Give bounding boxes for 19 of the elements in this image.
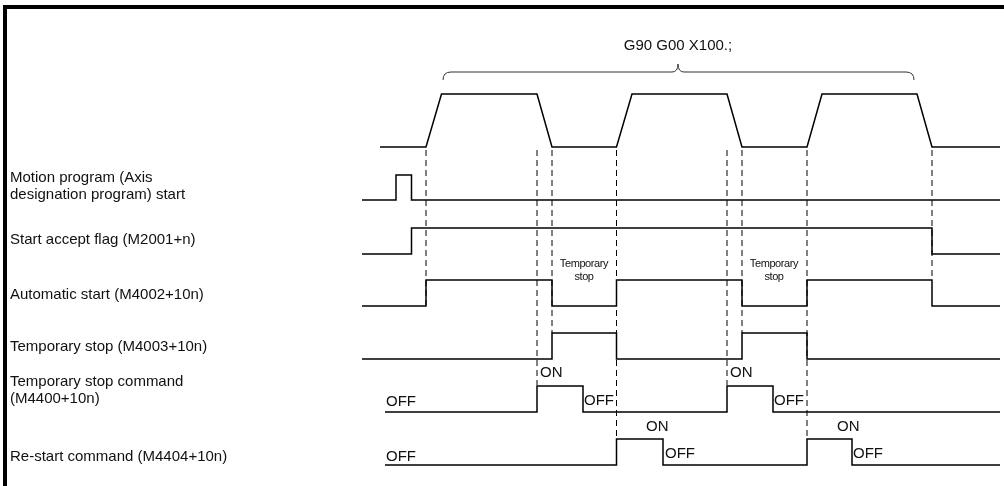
state-label: OFF bbox=[665, 444, 695, 461]
state-label: ON bbox=[540, 363, 563, 380]
signal-name: Motion program (Axis designation program) start bbox=[10, 168, 187, 202]
signal-name: Re-start command (M4404+10n) bbox=[10, 447, 228, 464]
state-label: OFF bbox=[584, 391, 614, 408]
signal-name: Automatic start (M4002+10n) bbox=[10, 285, 204, 302]
state-label: OFF bbox=[386, 392, 416, 409]
state-label: OFF bbox=[774, 391, 804, 408]
signal-name: Temporary stop (M4003+10n) bbox=[10, 337, 208, 354]
state-note: Temporary stop bbox=[748, 257, 800, 283]
state-label: ON bbox=[730, 363, 753, 380]
state-label: ON bbox=[837, 417, 860, 434]
signal-name: Temporary stop command (M4400+10n) bbox=[10, 372, 185, 406]
state-label: ON bbox=[646, 417, 669, 434]
state-note: Temporary stop bbox=[558, 257, 610, 283]
command-label: G90 G00 X100.; bbox=[622, 36, 734, 53]
state-label: OFF bbox=[853, 444, 883, 461]
state-label: OFF bbox=[386, 447, 416, 464]
signal-name: Start accept flag (M2001+n) bbox=[10, 230, 196, 247]
